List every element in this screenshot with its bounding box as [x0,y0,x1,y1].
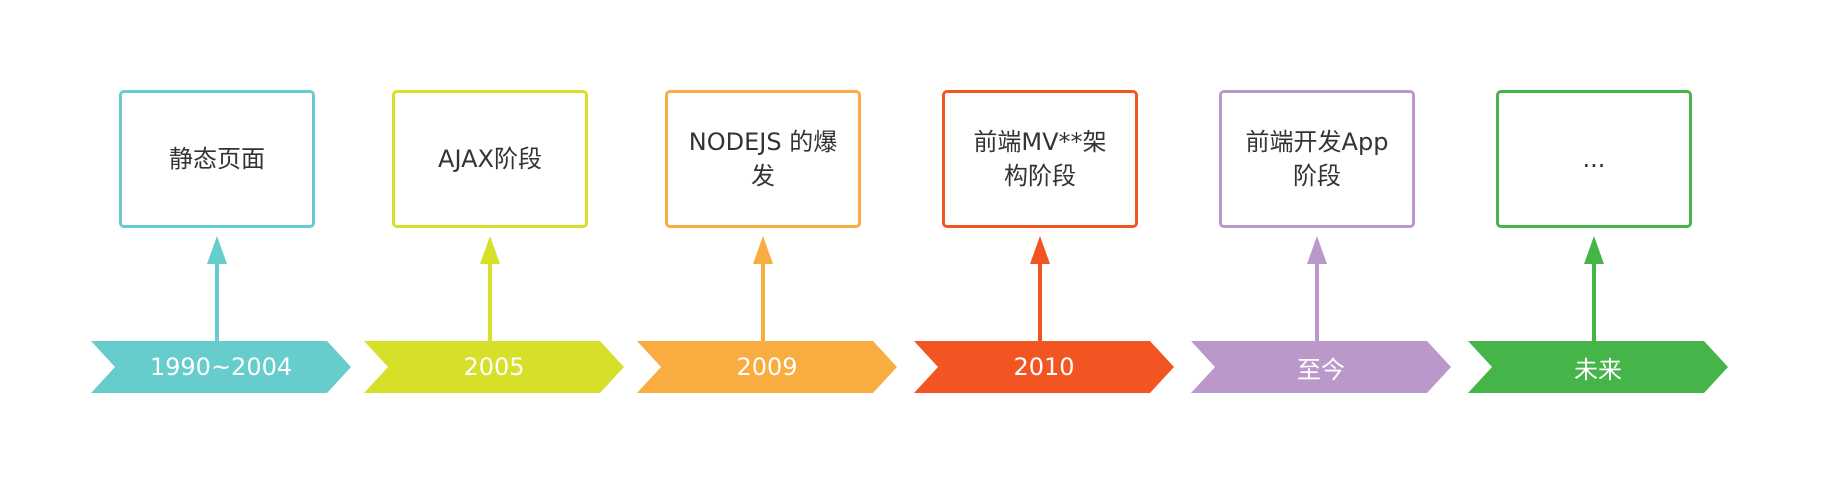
connector-line [1038,262,1042,344]
stage-box: 前端MV**架构阶段 [942,90,1138,228]
era-label: 1990~2004 [149,353,293,381]
era-chevron: 1990~2004 [91,341,351,393]
era-label: 2010 [1013,353,1075,381]
era-chevron: 未来 [1468,341,1728,393]
era-label: 2009 [736,353,798,381]
stage-title: NODEJS 的爆发 [688,128,838,190]
connector-line [1315,262,1319,344]
stage-box: 静态页面 [119,90,315,228]
stage-box: AJAX阶段 [392,90,588,228]
stage-mv-architecture: 前端MV**架构阶段 2010 [914,0,1174,504]
arrow-up-icon [1030,236,1050,264]
stage-box: NODEJS 的爆发 [665,90,861,228]
stage-app-development: 前端开发App阶段 至今 [1191,0,1451,504]
stage-box: ... [1496,90,1692,228]
stage-title: AJAX阶段 [438,145,542,173]
arrow-up-icon [1307,236,1327,264]
era-chevron: 2009 [637,341,897,393]
stage-future: ... 未来 [1468,0,1728,504]
connector-line [488,262,492,344]
stage-title: 静态页面 [169,145,265,173]
connector-line [1592,262,1596,344]
era-label: 未来 [1574,355,1622,384]
era-chevron: 至今 [1191,341,1451,393]
era-label: 2005 [463,353,525,381]
stage-title: 前端MV**架构阶段 [973,128,1107,190]
stage-title: ... [1582,145,1606,173]
connector-line [761,262,765,344]
stage-static-pages: 静态页面 1990~2004 [91,0,351,504]
arrow-up-icon [753,236,773,264]
stage-nodejs: NODEJS 的爆发 2009 [637,0,897,504]
connector-line [215,262,219,344]
stage-box: 前端开发App阶段 [1219,90,1415,228]
arrow-up-icon [480,236,500,264]
arrow-up-icon [207,236,227,264]
era-label: 至今 [1297,355,1345,384]
stage-ajax: AJAX阶段 2005 [364,0,624,504]
era-chevron: 2010 [914,341,1174,393]
stage-title: 前端开发App阶段 [1245,128,1389,190]
arrow-up-icon [1584,236,1604,264]
era-chevron: 2005 [364,341,624,393]
